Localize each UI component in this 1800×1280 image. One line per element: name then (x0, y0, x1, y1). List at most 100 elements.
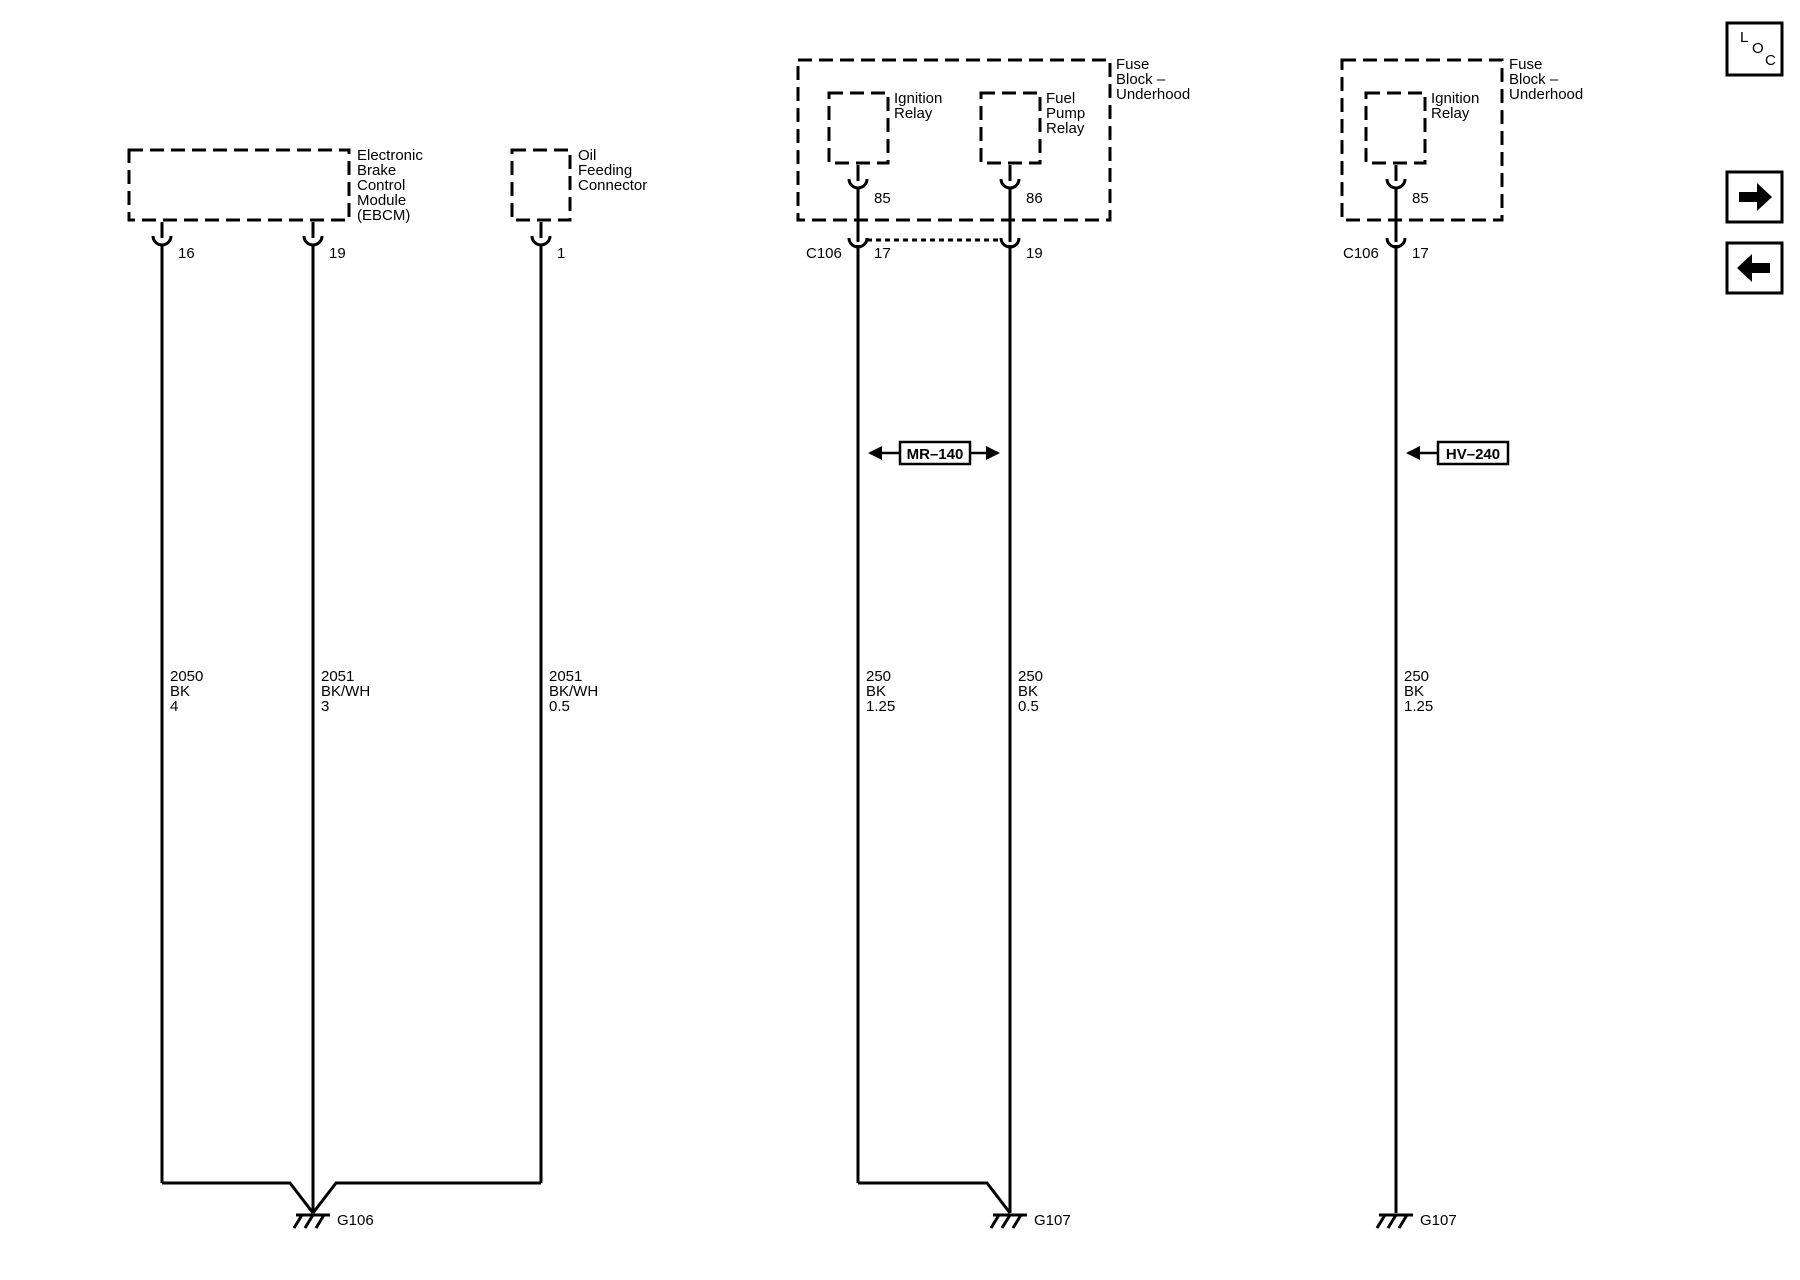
wire-3-color: BK/WH (549, 683, 598, 700)
ground-g106: G106 (292, 1212, 374, 1229)
ground-g107-b: G107 (1375, 1212, 1457, 1229)
fuel-pump-relay-label-line-2: Pump (1046, 105, 1085, 122)
loc-letter-o: O (1752, 40, 1764, 57)
wire-5-size: 0.5 (1018, 698, 1039, 715)
oil-connector-outline (510, 148, 572, 222)
fuse-block-2-label-line-2: Block – (1509, 71, 1559, 88)
wire-6-circuit: 250 (1404, 668, 1429, 685)
wire-label-2: 2051 BK/WH 3 (321, 668, 370, 715)
fuel-pump-relay-outline (979, 91, 1042, 165)
wire-1-color: BK (170, 683, 190, 700)
fuel-pump-relay-label-line-1: Fuel (1046, 90, 1075, 107)
oil-label-line-3: Connector (578, 177, 647, 194)
fuse-block-1-label-line-1: Fuse (1116, 56, 1149, 73)
wire-label-1: 2050 BK 4 (170, 668, 203, 715)
wire-1-circuit: 2050 (170, 668, 203, 685)
fuse-block-1-label-line-2: Block – (1116, 71, 1166, 88)
terminal-ignition-relay-2-85 (1385, 165, 1407, 190)
ebcm-label-line-2: Brake (357, 162, 396, 179)
next-button[interactable] (1725, 170, 1784, 224)
pin-label-ign1-85: 85 (874, 190, 891, 207)
ignition-relay-1-outline (827, 91, 890, 165)
ignition-relay-2-label-line-2: Relay (1431, 105, 1470, 122)
ground-g107-b-label: G107 (1420, 1212, 1457, 1229)
wire-6-color: BK (1404, 683, 1424, 700)
loc-button[interactable]: L O C (1725, 21, 1784, 77)
ground-g107-a: G107 (989, 1212, 1071, 1229)
arrow-right-icon (1739, 183, 1772, 211)
oil-feeding-connector-component: Oil Feeding Connector (510, 147, 647, 222)
fuse-block-underhood-1: Fuse Block – Underhood Ignition Relay Fu… (796, 56, 1190, 222)
fuse-block-2-outline (1340, 58, 1504, 222)
reference-mr-140-label: MR–140 (907, 446, 964, 463)
pin-label-oil-1: 1 (557, 245, 565, 262)
pin-label-ign2-85: 85 (1412, 190, 1429, 207)
terminal-c106-17-a (847, 188, 869, 249)
terminal-fuel-pump-relay-86 (999, 165, 1021, 190)
ignition-relay-2-label-line-1: Ignition (1431, 90, 1479, 107)
wire-3-circuit: 2051 (549, 668, 582, 685)
pin-label-fp-86: 86 (1026, 190, 1043, 207)
wires (160, 245, 1398, 1214)
pin-label-ebcm-19: 19 (329, 245, 346, 262)
connector-label-c106-b: C106 (1343, 245, 1379, 262)
oil-label-line-1: Oil (578, 147, 596, 164)
wire-4-size: 1.25 (866, 698, 895, 715)
wire-2050-to-g106 (162, 1181, 315, 1214)
terminal-ebcm-16 (151, 222, 173, 247)
reference-hv-240-label: HV–240 (1446, 446, 1500, 463)
pin-label-c106-17-a: 17 (874, 245, 891, 262)
loc-letter-c: C (1765, 52, 1776, 69)
wire-2-size: 3 (321, 698, 329, 715)
wire-6-size: 1.25 (1404, 698, 1433, 715)
fuse-block-1-outline (796, 58, 1112, 222)
fuse-block-2-label-line-3: Underhood (1509, 86, 1583, 103)
terminal-oil-1 (530, 222, 552, 247)
ebcm-label-line-5: (EBCM) (357, 207, 410, 224)
terminal-ebcm-19 (302, 222, 324, 247)
terminal-c106-17-b (1385, 188, 1407, 249)
wire-3-size: 0.5 (549, 698, 570, 715)
wire-2-color: BK/WH (321, 683, 370, 700)
fuse-block-1-label-line-3: Underhood (1116, 86, 1190, 103)
wire-label-3: 2051 BK/WH 0.5 (549, 668, 598, 715)
wire-2051-to-g106 (311, 1181, 541, 1214)
wire-4-circuit: 250 (866, 668, 891, 685)
previous-button[interactable] (1725, 241, 1784, 295)
reference-mr-140[interactable]: MR–140 (868, 440, 1000, 466)
wire-250-to-g107 (858, 1181, 1012, 1214)
wire-label-5: 250 BK 0.5 (1018, 668, 1043, 715)
terminal-c106-19 (999, 188, 1021, 249)
wire-label-4: 250 BK 1.25 (866, 668, 895, 715)
fuel-pump-relay-label-line-3: Relay (1046, 120, 1085, 137)
wire-4-color: BK (866, 683, 886, 700)
ignition-relay-2-outline (1364, 91, 1427, 165)
pin-label-ebcm-16: 16 (178, 245, 195, 262)
wire-5-circuit: 250 (1018, 668, 1043, 685)
connector-label-c106-a: C106 (806, 245, 842, 262)
ignition-relay-1-label-line-1: Ignition (894, 90, 942, 107)
ebcm-label-line-3: Control (357, 177, 405, 194)
pin-label-c106-19: 19 (1026, 245, 1043, 262)
oil-label-line-2: Feeding (578, 162, 632, 179)
terminal-ignition-relay-1-85 (847, 165, 869, 190)
ebcm-label-line-4: Module (357, 192, 406, 209)
ebcm-component: Electronic Brake Control Module (EBCM) (127, 147, 423, 224)
pin-label-c106-17-b: 17 (1412, 245, 1429, 262)
wire-5-color: BK (1018, 683, 1038, 700)
wire-1-size: 4 (170, 698, 178, 715)
ebcm-outline (127, 148, 351, 222)
fuse-block-underhood-2: Fuse Block – Underhood Ignition Relay (1340, 56, 1583, 222)
wire-2-circuit: 2051 (321, 668, 354, 685)
terminals (151, 165, 1407, 249)
ebcm-label-line-1: Electronic (357, 147, 423, 164)
arrow-left-icon (1737, 254, 1770, 282)
ground-g106-label: G106 (337, 1212, 374, 1229)
ground-g107-a-label: G107 (1034, 1212, 1071, 1229)
reference-hv-240[interactable]: HV–240 (1406, 440, 1510, 466)
fuse-block-2-label-line-1: Fuse (1509, 56, 1542, 73)
loc-letter-l: L (1740, 29, 1748, 46)
wire-label-6: 250 BK 1.25 (1404, 668, 1433, 715)
ignition-relay-1-label-line-2: Relay (894, 105, 933, 122)
